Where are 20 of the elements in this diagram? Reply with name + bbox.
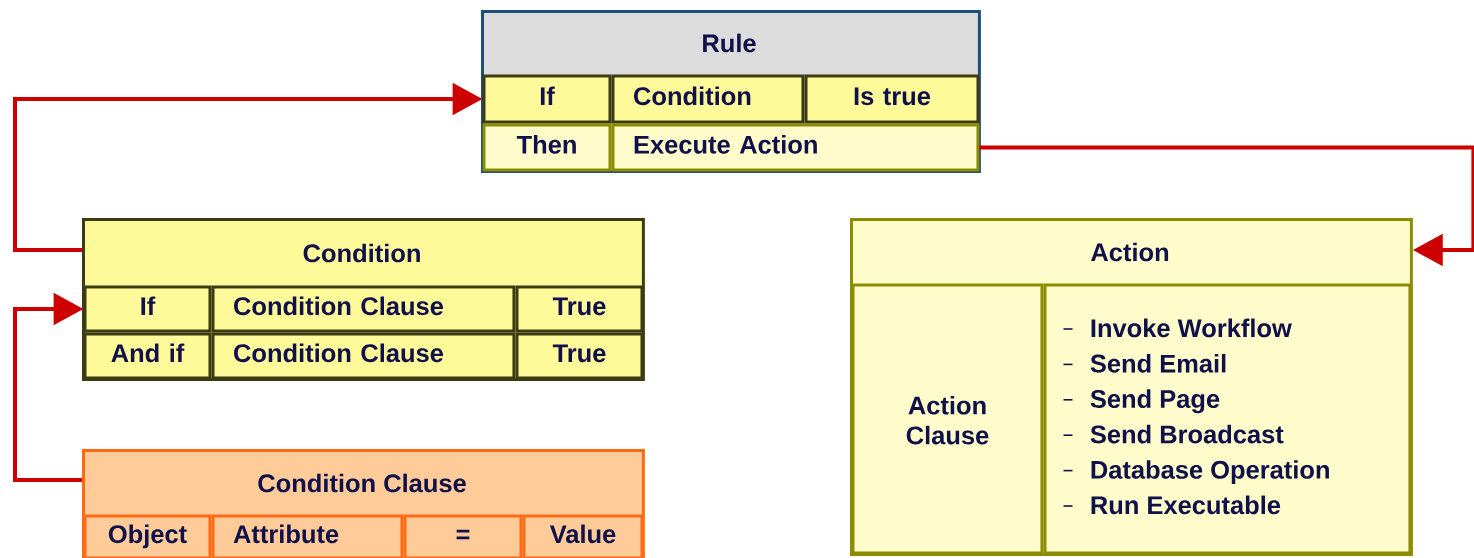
table-cell: True xyxy=(515,285,644,333)
table-cell: Action Clause xyxy=(851,283,1044,555)
table-cell: Value xyxy=(522,514,644,558)
table-cell: Is true xyxy=(804,74,980,124)
list-item: Database Operation xyxy=(1091,460,1329,484)
list-item: Send Broadcast xyxy=(1090,424,1284,444)
table-cell: Object xyxy=(83,514,212,558)
table-cell: Attribute xyxy=(211,514,404,558)
list-item: Invoke Workflow xyxy=(1091,318,1292,338)
table-cell: And if xyxy=(83,332,212,380)
table-cell: = xyxy=(403,514,523,558)
arrow xyxy=(979,145,1474,267)
table-cell: True xyxy=(515,332,644,380)
list-item: Run Executable xyxy=(1091,495,1281,515)
table-cell: Then xyxy=(482,123,612,172)
table-cell: Condition xyxy=(611,74,805,124)
table-cell: If xyxy=(83,285,212,333)
list-item: Send Email xyxy=(1090,353,1226,373)
list-item: Send Page xyxy=(1090,389,1220,414)
table-cell: If xyxy=(482,74,612,124)
